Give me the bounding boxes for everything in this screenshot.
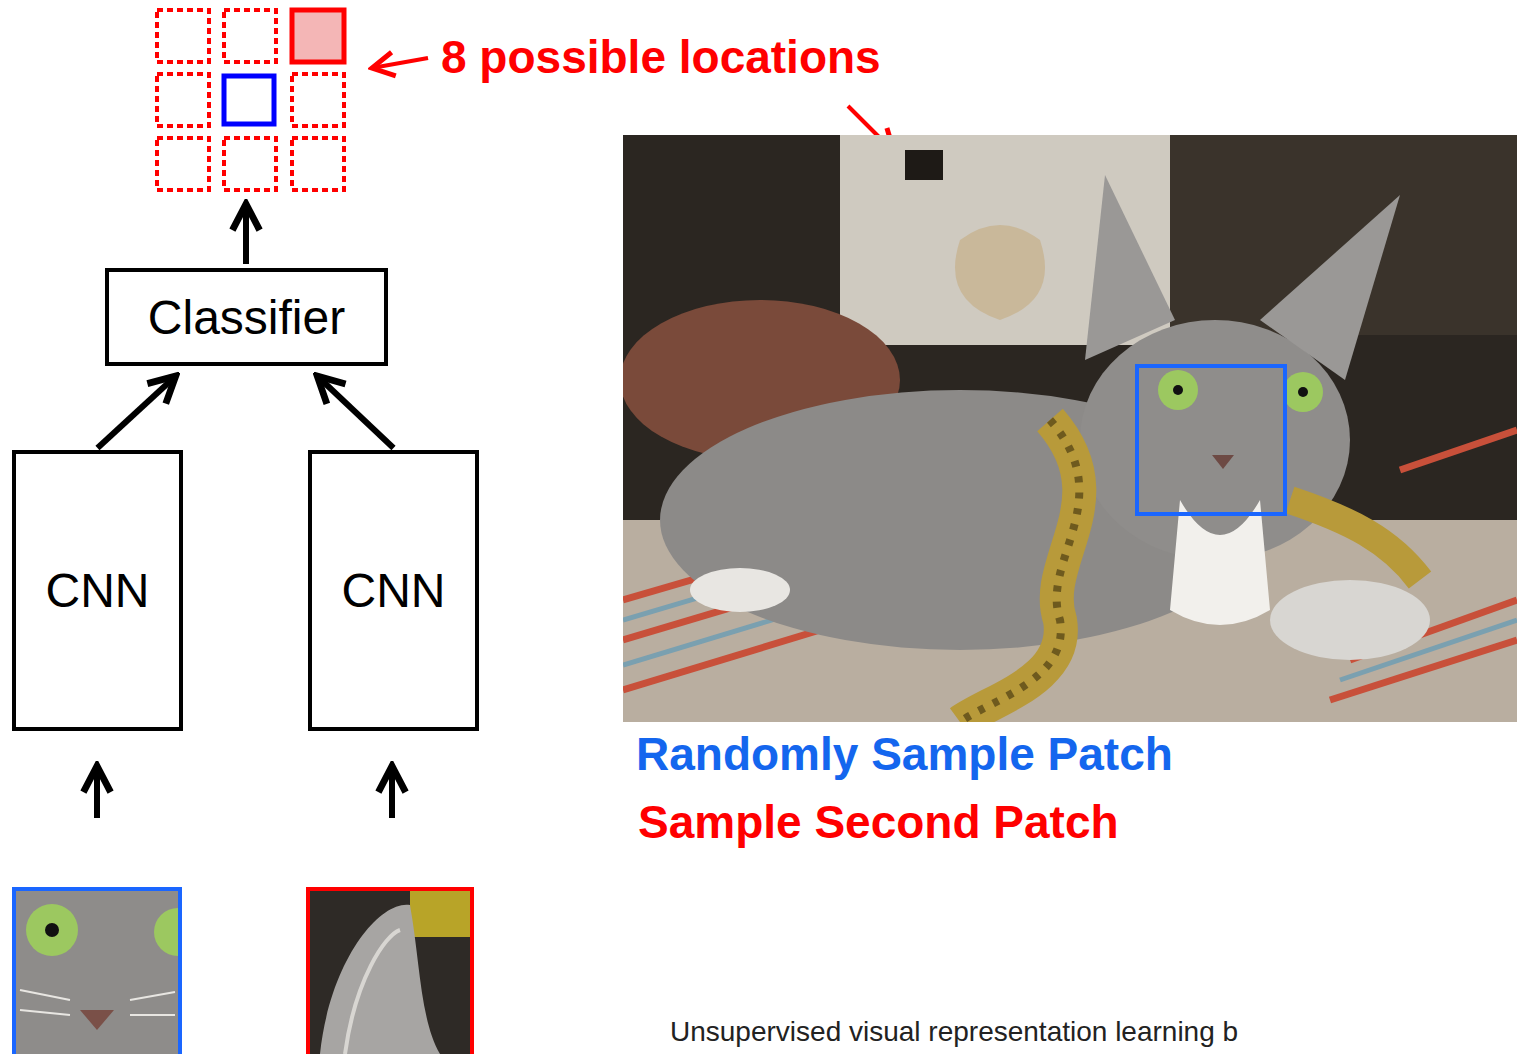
caption-label: Randomly Sample Patch (636, 727, 1173, 781)
cnn-box: CNN (308, 450, 479, 731)
center-patch-frame (14, 889, 180, 1054)
connector-arrow (98, 376, 176, 448)
classifier-box: Classifier (105, 268, 388, 366)
node-label: CNN (342, 563, 446, 618)
cnn-box: CNN (12, 450, 183, 731)
second-patch-frame (308, 889, 472, 1054)
center-patch-image (12, 887, 182, 1054)
node-label: Classifier (148, 290, 345, 345)
selected-location (292, 10, 344, 62)
location-grid (157, 10, 344, 190)
sampled-patch-box (1137, 366, 1285, 514)
callout-label: 8 possible locations (441, 30, 881, 84)
callout-arrow (372, 58, 428, 68)
cat-photo (623, 135, 1517, 722)
input-arrow (389, 766, 395, 818)
citation-note: Unsupervised visual representation learn… (670, 1016, 1238, 1048)
caption-label: Sample Second Patch (638, 795, 1119, 849)
connector-arrow (317, 376, 393, 448)
node-label: CNN (46, 563, 150, 618)
output-arrow (243, 204, 249, 264)
center-location (224, 76, 274, 124)
input-arrow (94, 766, 100, 818)
second-patch-image (306, 887, 474, 1054)
